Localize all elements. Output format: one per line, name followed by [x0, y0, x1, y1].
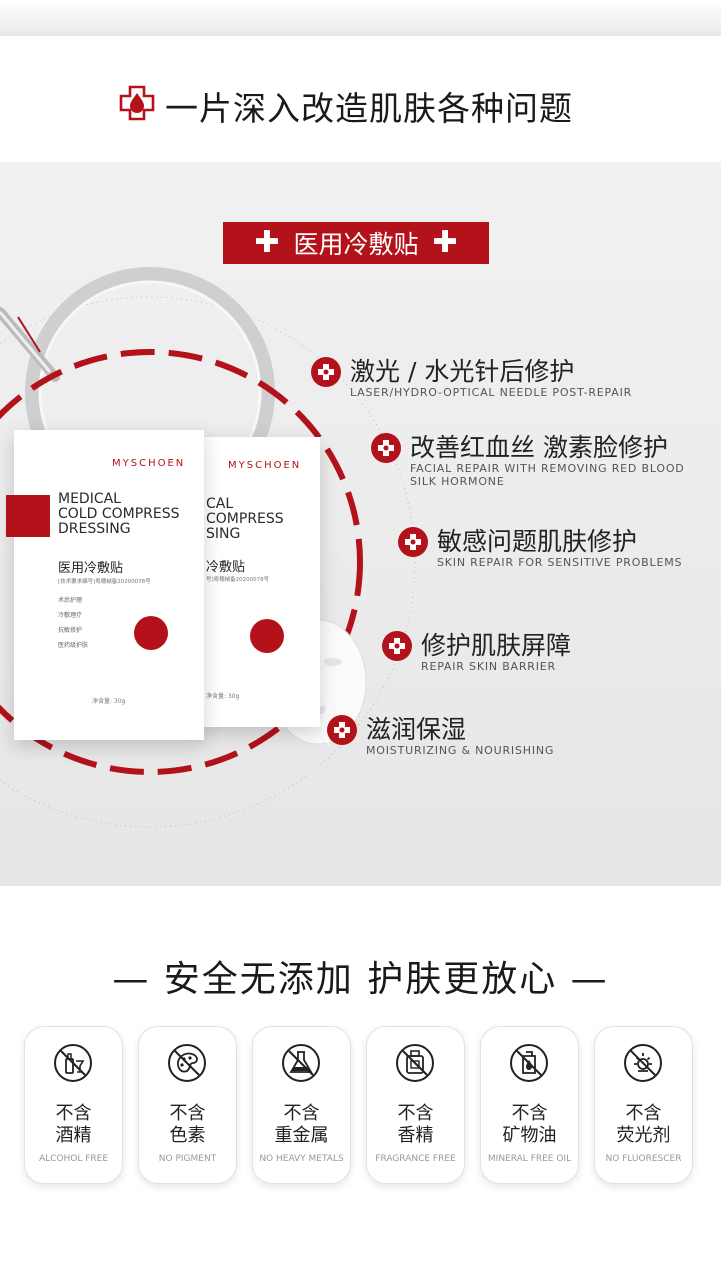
medical-cross-icon: [311, 357, 341, 387]
card-line2: 色素: [169, 1125, 206, 1146]
card-line2: 重金属: [274, 1125, 329, 1146]
feature-subtitle: REPAIR SKIN BARRIER: [421, 660, 556, 673]
feature-subtitle: SKIN REPAIR FOR SENSITIVE PROBLEMS: [437, 556, 683, 569]
card-line2: 矿物油: [502, 1125, 557, 1146]
card-en: NO HEAVY METALS: [259, 1154, 344, 1164]
mask-badge-icon: [134, 616, 168, 650]
no-alcohol-icon: [54, 1044, 92, 1082]
package-reg: [技术要求编号]粤穗械备20200078号: [58, 579, 151, 585]
product-package-front: MYSCHOEN MEDICAL COLD COMPRESS DRESSING …: [6, 430, 204, 740]
free-from-card: 不含 荧光剂 NO FLUORESCER: [594, 1026, 693, 1184]
medical-cross-icon: [382, 631, 412, 661]
feature-title: 敏感问题肌肤修护: [437, 527, 638, 556]
package-brand: MYSCHOEN: [228, 460, 302, 471]
feature-subtitle: MOISTURIZING & NOURISHING: [366, 744, 555, 757]
free-from-card: 不含 矿物油 MINERAL FREE OIL: [480, 1026, 579, 1184]
feature-title: 激光 / 水光针后修护: [350, 357, 575, 386]
medical-cross-icon: [371, 433, 401, 463]
card-line1: 不含: [397, 1103, 434, 1124]
no-pigment-icon: [168, 1044, 206, 1082]
card-line1: 不含: [169, 1103, 206, 1124]
card-en: MINERAL FREE OIL: [487, 1154, 572, 1164]
card-en: ALCOHOL FREE: [38, 1154, 109, 1164]
product-panel: ✚ 医用冷敷贴 ✚ MYSCHOEN CAL COMPRESS SING 冷敷贴…: [0, 162, 721, 886]
package-reg: 号]粤穗械备20200078号: [206, 577, 270, 583]
plus-icon: ✚: [432, 225, 458, 260]
safety-section-title: — 安全无添加 护肤更放心 —: [112, 959, 609, 1000]
plus-icon: ✚: [254, 225, 280, 260]
banner-label: 医用冷敷贴: [293, 230, 419, 259]
package-cn-title: 冷敷贴: [206, 560, 246, 575]
card-line2: 酒精: [55, 1125, 92, 1146]
card-en: NO FLUORESCER: [605, 1154, 682, 1164]
card-en: FRAGRANCE FREE: [375, 1154, 456, 1164]
package-feature-list: 术后护理 冷敷理疗 抗敏修护 医药级护肤: [58, 593, 88, 653]
medical-cross-icon: [398, 527, 428, 557]
package-net: 净含量: 30g: [92, 698, 126, 705]
medical-drop-icon: [119, 85, 155, 121]
card-line1: 不含: [55, 1103, 92, 1124]
mask-badge-icon: [250, 619, 284, 653]
top-spacer: [0, 0, 721, 36]
package-red-tab: [6, 495, 50, 537]
no-heavy-metals-icon: [282, 1044, 320, 1082]
medical-cross-icon: [327, 715, 357, 745]
package-feature-item: 抗敏修护: [58, 627, 83, 634]
feature-title: 修护肌肤屏障: [421, 631, 572, 660]
card-line2: 香精: [397, 1125, 434, 1146]
free-from-card: 不含 香精 FRAGRANCE FREE: [366, 1026, 465, 1184]
free-from-card: 不含 酒精 ALCOHOL FREE: [24, 1026, 123, 1184]
no-fluorescer-icon: [624, 1044, 662, 1082]
package-en-title: CAL COMPRESS SING: [206, 496, 284, 542]
free-from-card: 不含 色素 NO PIGMENT: [138, 1026, 237, 1184]
no-mineral-oil-icon: [510, 1044, 548, 1082]
free-from-card: 不含 重金属 NO HEAVY METALS: [252, 1026, 351, 1184]
card-line1: 不含: [625, 1103, 662, 1124]
feature-title: 滋润保湿: [366, 715, 467, 744]
card-line2: 荧光剂: [616, 1125, 671, 1146]
no-fragrance-icon: [396, 1044, 434, 1082]
package-feature-item: 医药级护肤: [58, 642, 89, 649]
package-brand: MYSCHOEN: [112, 458, 186, 469]
feature-subtitle: LASER/HYDRO-OPTICAL NEEDLE POST-REPAIR: [350, 386, 633, 399]
feature-title: 改善红血丝 激素脸修护: [410, 433, 668, 462]
package-cn-title: 医用冷敷贴: [58, 561, 124, 576]
package-feature-item: 冷敷理疗: [58, 612, 83, 619]
card-line1: 不含: [511, 1103, 548, 1124]
product-package-back: MYSCHOEN CAL COMPRESS SING 冷敷贴 号]粤穗械备202…: [196, 437, 320, 727]
card-line1: 不含: [283, 1103, 320, 1124]
header-title: 一片深入改造肌肤各种问题: [165, 89, 573, 128]
feature-subtitle: FACIAL REPAIR WITH REMOVING RED BLOOD SI…: [410, 462, 685, 488]
package-en-title: MEDICAL COLD COMPRESS DRESSING: [58, 491, 180, 537]
product-banner: ✚ 医用冷敷贴 ✚: [223, 222, 489, 264]
card-en: NO PIGMENT: [158, 1154, 217, 1164]
package-feature-item: 术后护理: [58, 597, 83, 604]
package-net: 净含量: 30g: [206, 693, 240, 700]
